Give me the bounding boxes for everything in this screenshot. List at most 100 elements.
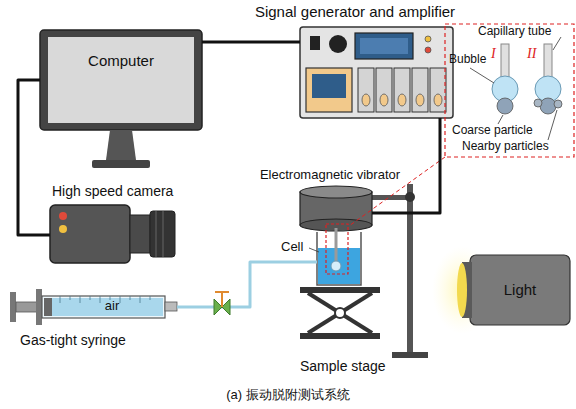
signal-generator-part — [310, 36, 320, 50]
computer-monitor-part — [40, 30, 202, 130]
signal-generator-part — [425, 36, 431, 42]
vibrator-body-part — [300, 186, 372, 198]
computer-monitor-part — [48, 37, 194, 123]
inset-detail-part — [497, 98, 513, 114]
signal-generator-part — [412, 68, 428, 112]
high-speed-camera — [50, 205, 175, 263]
gas-tight-syringe-part — [60, 296, 61, 303]
cell-leader — [309, 248, 319, 252]
figure-caption: (a) 振动脱附测试系统 — [226, 388, 350, 403]
cell-beaker-part — [335, 228, 338, 262]
part-label: Nearby particles — [462, 140, 549, 154]
light-source — [432, 246, 570, 334]
inset-detail-part — [501, 44, 509, 78]
signal-generator-part — [312, 74, 346, 98]
gas-tube — [177, 262, 317, 307]
gas-tight-syringe-part — [120, 296, 121, 303]
high-speed-camera-part — [163, 211, 164, 257]
signal-generator-part — [329, 35, 347, 53]
computer-monitor-part — [106, 130, 136, 160]
signal-generator-part — [362, 94, 370, 106]
box-text: air — [105, 299, 119, 314]
sample-stage-part — [300, 333, 380, 339]
gas-tight-syringe-part — [100, 296, 101, 303]
computer-box: Computer — [40, 30, 202, 130]
computer-monitor-part — [92, 160, 150, 168]
high-speed-camera-part — [50, 205, 130, 263]
part-label: Bubble — [449, 53, 486, 67]
gas-tight-syringe-part — [140, 296, 141, 303]
cell-beaker-part — [317, 232, 361, 285]
signal-generator-part — [394, 68, 410, 112]
sample-stage — [300, 287, 380, 339]
cell-beaker-part — [331, 261, 341, 271]
signal-generator — [300, 27, 453, 118]
inset-detail-part — [548, 110, 557, 140]
case-number: I — [491, 46, 496, 62]
gas-tight-syringe-part — [80, 296, 81, 303]
support-stand-part — [405, 192, 415, 202]
gas-tight-syringe-part — [10, 292, 16, 322]
inset-detail-part — [540, 98, 556, 114]
gas-tight-syringe — [10, 289, 177, 325]
valve — [214, 292, 230, 315]
part-label: High speed camera — [52, 183, 173, 199]
inset-detail-part — [445, 24, 574, 157]
gas-tight-syringe-part — [44, 298, 52, 316]
signal-generator-part — [300, 27, 453, 118]
cell-beaker-part — [318, 248, 360, 284]
computer-monitor — [40, 30, 202, 168]
cell-beaker — [317, 224, 361, 285]
case-number: II — [527, 46, 536, 62]
signal-cable — [18, 80, 50, 235]
signal-generator-part — [376, 68, 392, 112]
signal-generator-part — [425, 47, 431, 53]
gas-tight-syringe-part — [36, 289, 42, 325]
high-speed-camera-part — [130, 215, 150, 253]
part-label: Capillary tube — [478, 25, 551, 39]
inset-detail-part — [544, 44, 552, 78]
gas-tight-syringe-part — [52, 298, 163, 316]
gas-tight-syringe-part — [90, 296, 91, 300]
inset-detail — [349, 24, 574, 226]
high-speed-camera-part — [59, 212, 67, 220]
inset-detail-part — [470, 68, 494, 83]
part-label: Signal generator and amplifier — [255, 3, 455, 20]
sample-stage-part — [308, 293, 372, 333]
gas-tight-syringe-part — [165, 302, 177, 311]
inset-detail-part — [554, 100, 562, 108]
high-speed-camera-part — [156, 211, 157, 257]
part-label: Sample stage — [300, 358, 386, 374]
signal-generator-part — [355, 33, 413, 59]
signal-generator-box: Signal generator and amplifier — [300, 27, 453, 118]
vibrator-box: Electromagnetic vibrator — [300, 186, 372, 231]
gas-tight-syringe-part — [150, 296, 151, 300]
light-source-part — [457, 263, 467, 317]
part-label: Electromagnetic vibrator — [260, 168, 400, 183]
light-source-part — [470, 255, 570, 325]
signal-generator-part — [360, 38, 408, 54]
sample-stage-part — [300, 287, 380, 293]
cell-beaker-part — [326, 224, 348, 274]
signal-generator-part — [362, 94, 442, 106]
signal-generator-part — [434, 94, 442, 106]
signal-cable — [202, 41, 300, 44]
high-speed-camera-part — [150, 211, 175, 257]
part-label: Coarse particle — [452, 124, 533, 138]
signal-generator-part — [380, 94, 388, 106]
syringe-box: airGas-tight syringe — [42, 296, 165, 318]
signal-generator-part — [306, 68, 352, 112]
cell-box: Cell — [317, 232, 361, 285]
support-stand — [372, 184, 428, 358]
signal-generator-part — [416, 94, 424, 106]
signal-generator-part — [398, 94, 406, 106]
high-speed-camera-part — [59, 225, 67, 233]
inset-detail-part — [534, 99, 542, 107]
support-stand-part — [392, 352, 428, 358]
box-text: Computer — [88, 52, 154, 69]
inset-detail-part — [498, 115, 503, 124]
part-label: Cell — [281, 240, 303, 255]
gas-tight-syringe-part — [130, 296, 131, 300]
sample-stage-part — [308, 293, 372, 333]
